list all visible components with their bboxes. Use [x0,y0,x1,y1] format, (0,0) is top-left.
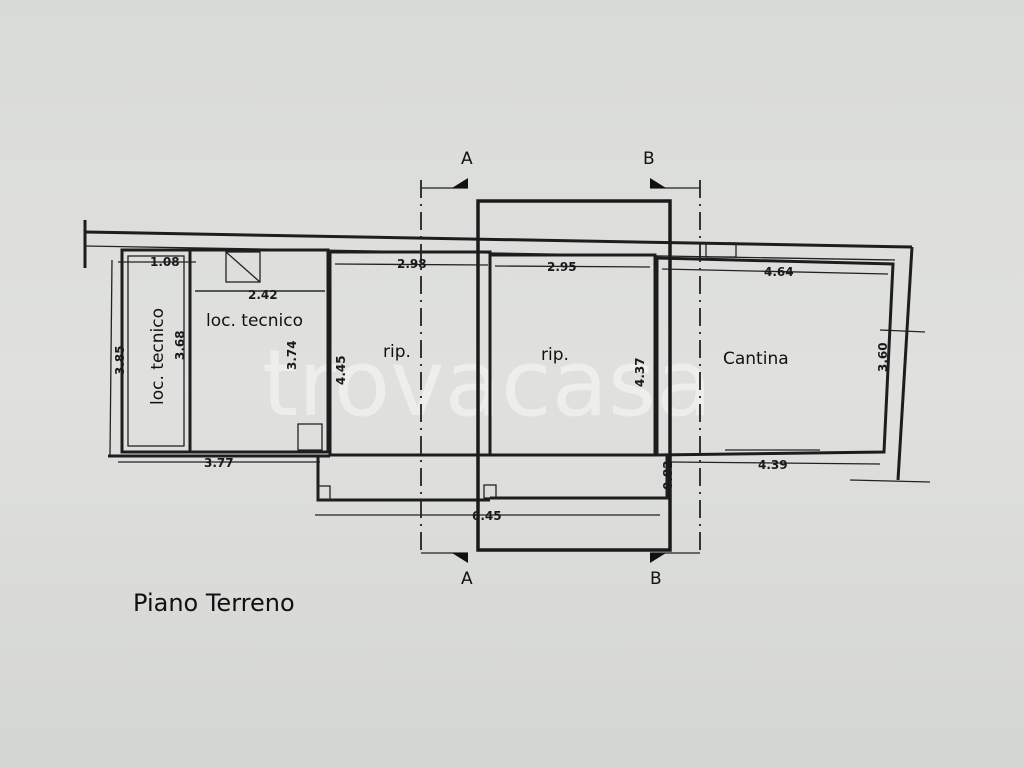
dim-room4-width: 2.95 [547,260,577,274]
dimension-lines [109,259,889,516]
dim-tecnico-bottom: 3.77 [204,456,234,470]
room-label-rip-1: rip. [383,342,411,362]
dim-room1-width: 1.08 [150,255,180,269]
section-label-b-top: B [643,149,655,169]
dim-room2-width: 2.42 [248,288,278,302]
dim-room3-width: 2.98 [397,257,427,271]
room-label-loc-tecnico-2: loc. tecnico [206,311,303,331]
section-label-b-bottom: B [650,569,662,589]
dim-cantina-depth: 3.60 [876,342,890,372]
dim-room1-depth: 3.68 [173,330,187,360]
dim-cantina-width: 4.64 [764,265,794,279]
dim-room2-depth: 3.74 [285,340,299,370]
section-label-a-top: A [461,149,473,169]
dim-room4-depth: 4.37 [633,357,647,387]
room-label-loc-tecnico-1: loc. tecnico [148,308,168,405]
room-rip-2 [483,253,669,500]
section-label-a-bottom: A [461,569,473,589]
dim-left-overall: 3.85 [113,345,127,375]
plan-title: Piano Terreno [133,589,295,617]
section-line-b [650,178,701,563]
room-cantina [655,256,895,457]
dim-rip-overall: 6.45 [472,509,502,523]
watermark-logo: trovacasa [262,330,712,437]
room-label-rip-2: rip. [541,345,569,365]
room-label-cantina: Cantina [723,349,789,369]
dim-cantina-bottom: 4.39 [758,458,788,472]
section-highlight-box [476,199,672,552]
section-line-a [420,178,468,563]
dim-room3-depth: 4.45 [334,355,348,385]
dim-step-depth: 0.82 [661,460,675,490]
